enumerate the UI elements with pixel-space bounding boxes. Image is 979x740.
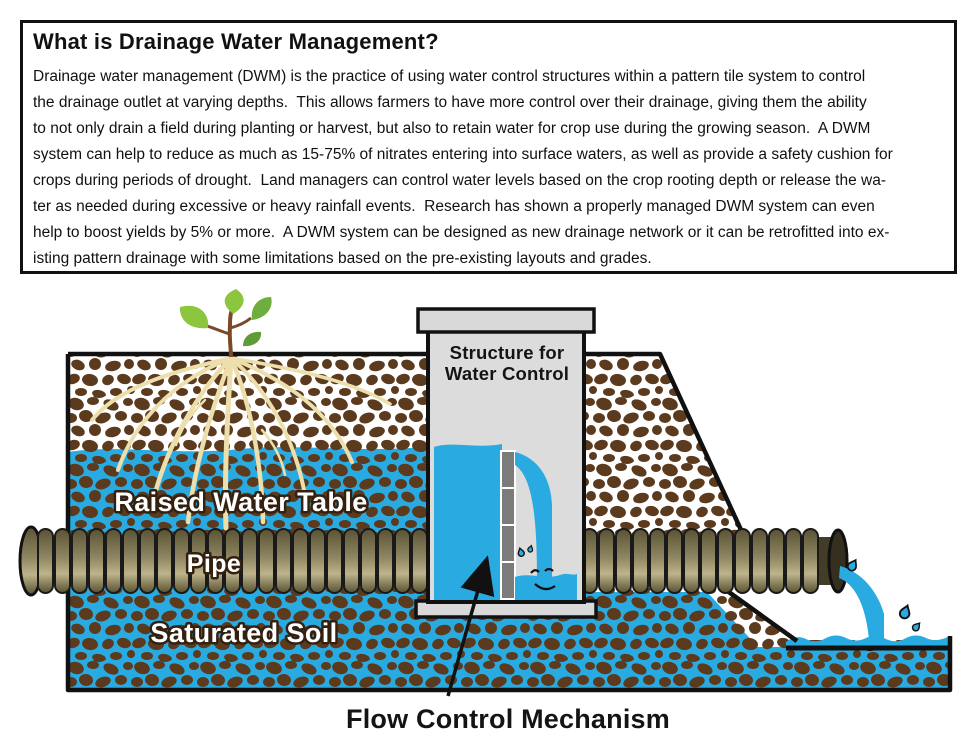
leaf (251, 297, 272, 320)
structure-overflow-waterfall (515, 452, 552, 578)
pipe-label: Pipe (187, 550, 241, 578)
pipe-outflow (839, 557, 923, 640)
panel-text-line: ter as needed during excessive or heavy … (33, 198, 875, 215)
structure-water-downstream (515, 573, 577, 600)
structure-label-line1: Structure for (450, 342, 565, 363)
flow-control-label: Flow Control Mechanism (346, 704, 670, 734)
panel-text-line: system can help to reduce as much as 15-… (33, 146, 893, 163)
saturated-soil-label: Saturated Soil (150, 618, 337, 648)
leaf (179, 305, 209, 329)
leaf (224, 289, 244, 314)
ditch-water (786, 635, 950, 648)
panel-text-line: to not only drain a field during plantin… (33, 120, 871, 137)
leaf (243, 331, 262, 347)
pipe-outlet-opening (827, 528, 849, 594)
panel-text-line: isting pattern drainage with some limita… (33, 250, 652, 267)
plant-branch (206, 324, 231, 336)
structure-label-line2: Water Control (445, 363, 569, 384)
water-droplet (910, 620, 923, 633)
intro-panel: What is Drainage Water Management? Drain… (20, 20, 957, 274)
plant-stem (227, 305, 235, 358)
structure-water-upstream (434, 444, 502, 600)
plant-branch (229, 316, 252, 330)
flow-control-callout-arrow (446, 555, 495, 697)
ditch-smile-face (861, 646, 879, 652)
water-droplet (897, 603, 913, 621)
outflow-waterfall (839, 566, 884, 640)
panel-title: What is Drainage Water Management? (33, 29, 439, 54)
structure-smile-face (530, 567, 556, 591)
water-control-structure: Structure for Water Control (414, 307, 598, 619)
plant (179, 289, 272, 358)
plant-roots (90, 355, 392, 531)
drainage-ditch (786, 635, 950, 652)
raised-water-table-label: Raised Water Table (114, 487, 367, 517)
structure-cap (416, 307, 596, 334)
panel-text-line: the drainage outlet at varying depths. T… (33, 94, 867, 111)
flow-control-boards (500, 450, 516, 600)
soil-outline (65, 351, 953, 693)
panel-text-line: Drainage water management (DWM) is the p… (33, 68, 866, 85)
panel-text-line: help to boost yields by 5% or more. A DW… (33, 224, 890, 241)
panel-text-line: crops during periods of drought. Land ma… (33, 172, 887, 189)
